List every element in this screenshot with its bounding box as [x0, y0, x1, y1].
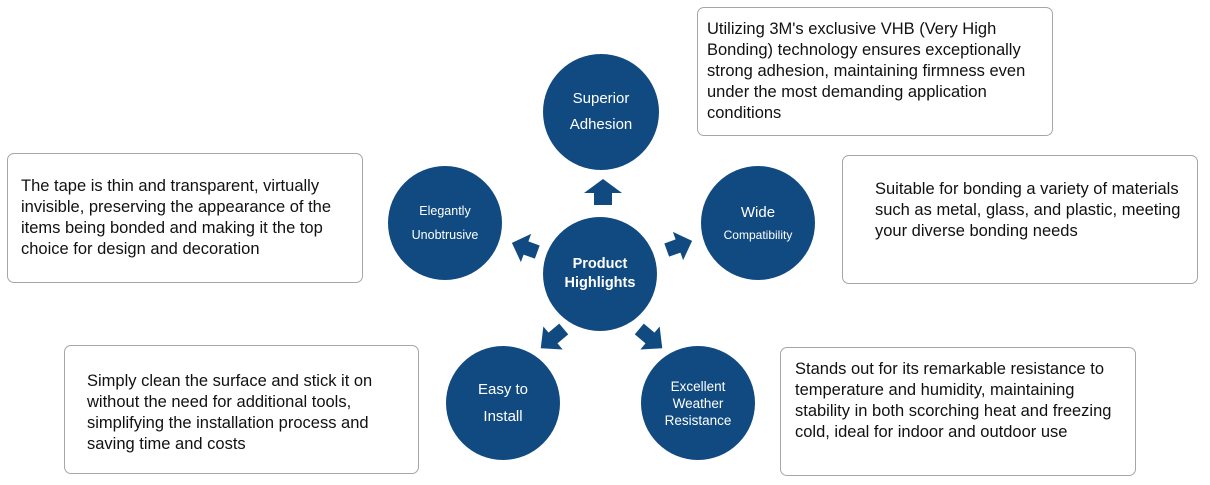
center-title-line1: Product — [572, 256, 628, 272]
node-wide-compatibility: Wide Compatibility — [701, 166, 815, 280]
wide-label-line2: Compatibility — [723, 228, 793, 242]
center-title-line2: Highlights — [564, 275, 636, 291]
wide-label-line1: Wide — [740, 204, 776, 221]
install-label-line2: Install — [483, 408, 523, 425]
node-weather-resistance: Excellent Weather Resistance — [641, 346, 755, 460]
install-label-line1: Easy to — [477, 381, 529, 398]
desc-install-text: Simply clean the surface and stick it on… — [87, 372, 373, 453]
arrow-to-wide — [664, 231, 693, 261]
desc-superior-text: Utilizing 3M's exclusive VHB (Very High … — [707, 20, 1026, 122]
node-superior-adhesion: Superior Adhesion — [543, 54, 659, 170]
desc-box-superior: Utilizing 3M's exclusive VHB (Very High … — [697, 7, 1053, 136]
desc-box-wide: Suitable for bonding a variety of materi… — [842, 155, 1198, 284]
desc-box-weather: Stands out for its remarkable resistance… — [780, 347, 1136, 476]
weather-label-line2: Weather — [672, 395, 724, 411]
arrow-to-elegant — [511, 233, 540, 263]
superior-label-line1: Superior — [572, 90, 630, 107]
desc-box-install: Simply clean the surface and stick it on… — [64, 345, 419, 474]
desc-elegant-text: The tape is thin and transparent, virtua… — [21, 177, 332, 258]
elegant-label-line1: Elegantly — [419, 204, 471, 218]
center-node: Product Highlights — [543, 217, 657, 331]
weather-label-line3: Resistance — [664, 412, 732, 428]
node-easy-install: Easy to Install — [446, 346, 560, 460]
desc-box-elegant: The tape is thin and transparent, virtua… — [7, 153, 363, 283]
arrow-to-superior — [584, 179, 622, 205]
superior-label-line2: Adhesion — [569, 116, 633, 133]
arrow-to-weather — [634, 323, 663, 350]
node-elegantly-unobtrusive: Elegantly Unobtrusive — [388, 166, 502, 280]
desc-weather-text: Stands out for its remarkable resistance… — [795, 360, 1112, 441]
elegant-label-line2: Unobtrusive — [411, 228, 479, 242]
desc-wide-text: Suitable for bonding a variety of materi… — [875, 180, 1181, 240]
weather-label-line1: Excellent — [670, 378, 726, 394]
arrow-to-install — [540, 323, 569, 350]
